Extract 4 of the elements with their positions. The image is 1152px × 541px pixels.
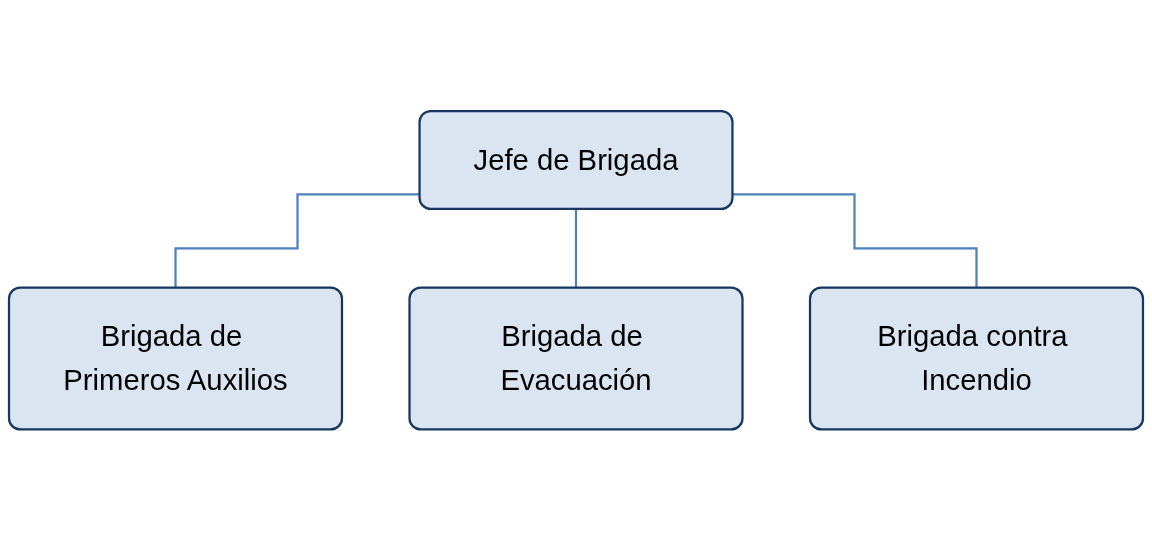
node-box: Brigada de Evacuación bbox=[408, 286, 744, 431]
node-box: Jefe de Brigada bbox=[418, 110, 734, 211]
node-box: Brigada contra Incendio bbox=[808, 286, 1145, 431]
node-box: Brigada de Primeros Auxilios bbox=[7, 286, 344, 431]
